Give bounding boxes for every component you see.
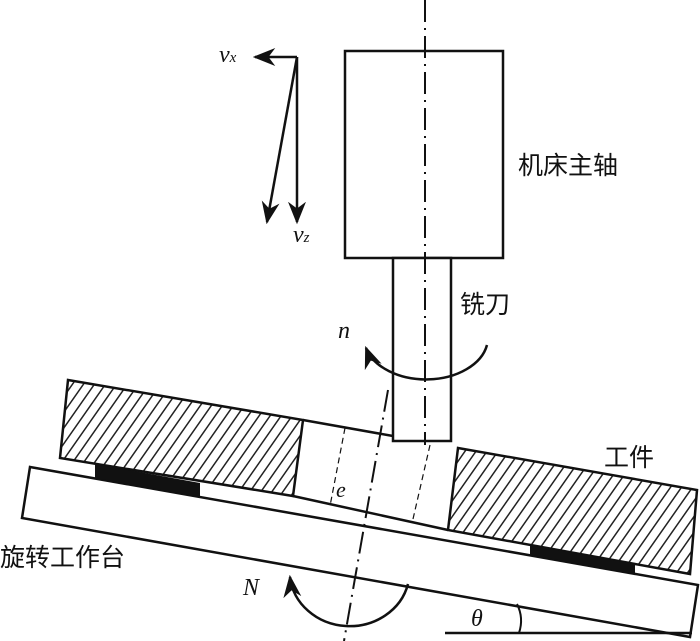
vx-label: vx xyxy=(219,42,237,68)
cutter-speed-label: n xyxy=(338,318,350,344)
table-rotation-arrow xyxy=(283,574,410,628)
workpiece-label: 工件 xyxy=(604,443,655,472)
milling-cutter xyxy=(391,256,453,443)
vz-label: vz xyxy=(293,222,310,248)
clamp-pad-left xyxy=(95,464,200,497)
cutter-rotation-arrow xyxy=(364,344,489,381)
cutter-label: 铣刀 xyxy=(460,290,511,319)
eccentricity-label: e xyxy=(336,477,346,502)
clamp-pad-right xyxy=(530,545,635,574)
workpiece-right-block xyxy=(446,446,699,576)
table-speed-label: N xyxy=(243,575,260,601)
table-axis xyxy=(343,389,389,641)
tilt-angle-label: θ xyxy=(471,606,483,632)
rotary-table-label: 旋转工作台 xyxy=(0,543,126,572)
spindle-label: 机床主轴 xyxy=(518,151,619,180)
